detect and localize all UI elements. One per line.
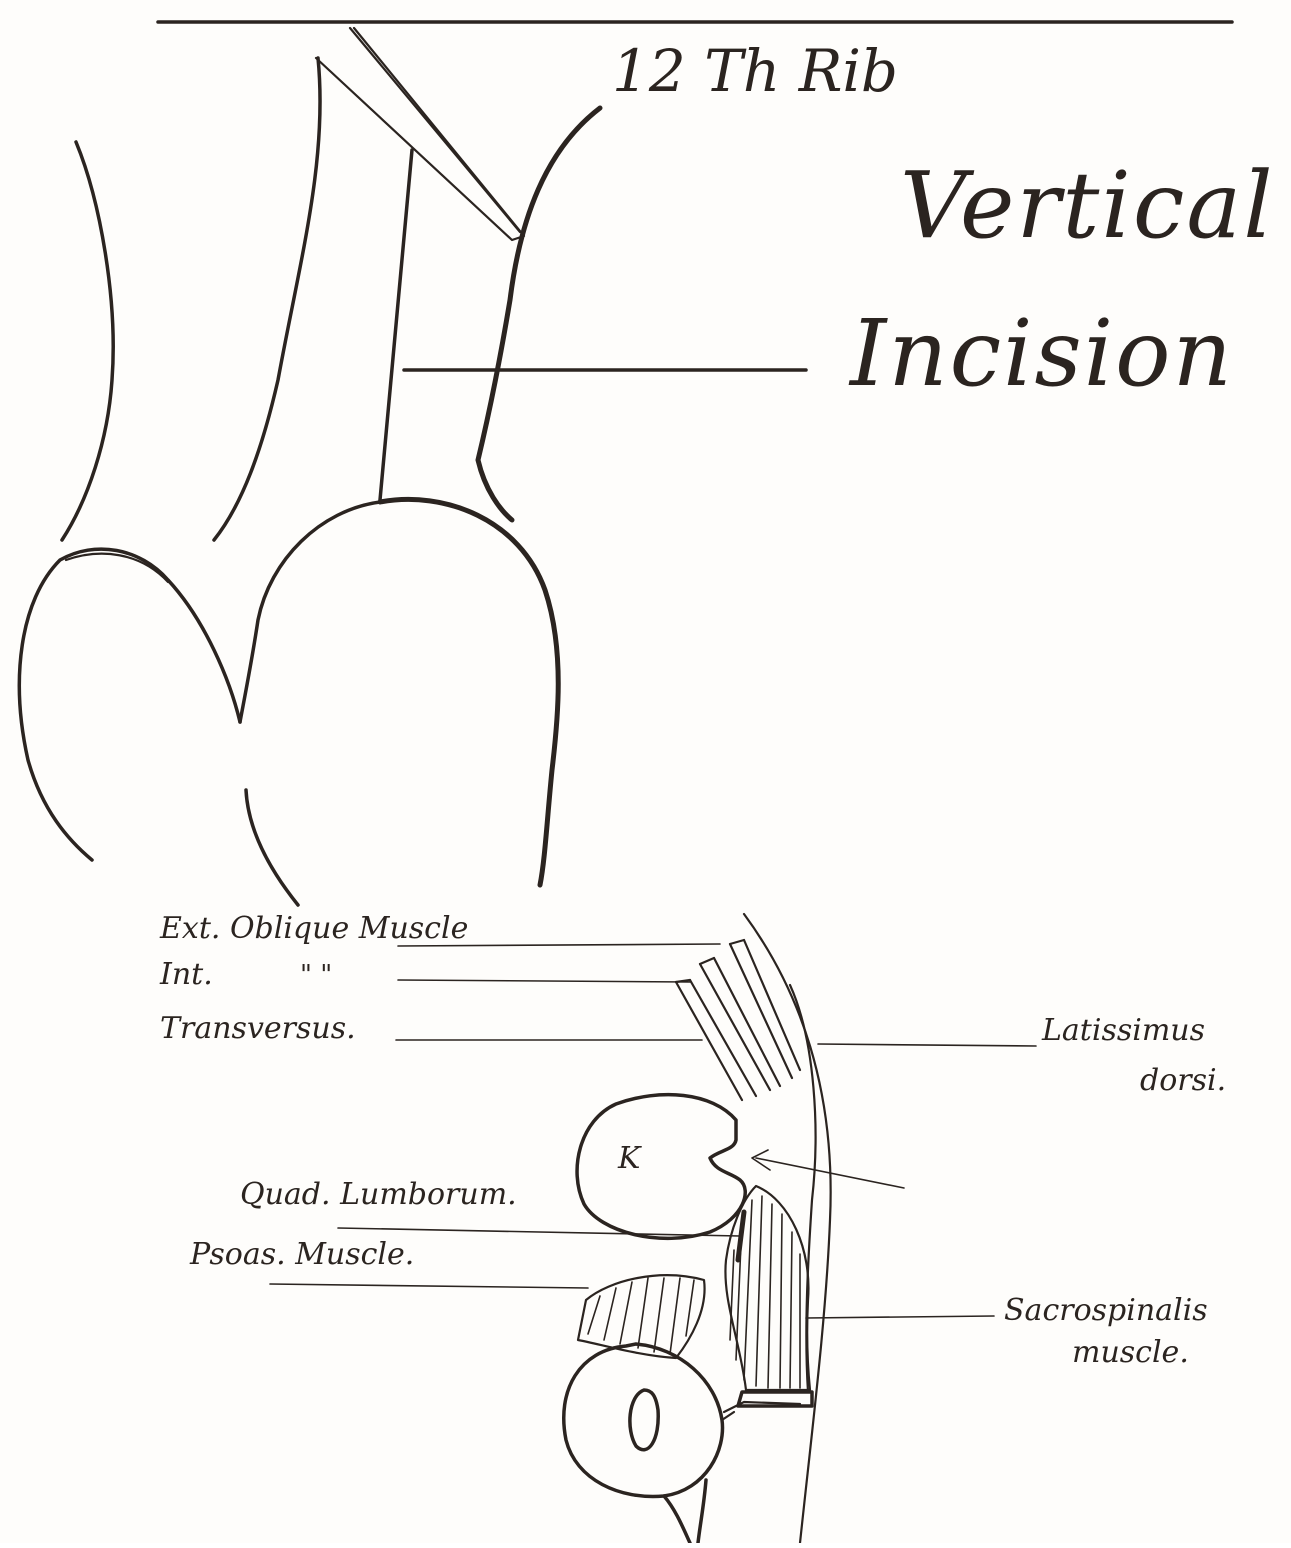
latissimus-label: Latissimus (1042, 1016, 1205, 1046)
psoas-label: Psoas. Muscle. (190, 1240, 414, 1270)
psoas-leader (270, 1284, 588, 1288)
vertical-label: Vertical (900, 160, 1275, 252)
back-outline-figure (19, 28, 600, 905)
sacrospinalis-leader (806, 1316, 994, 1318)
latissimus-label-line2: dorsi. (1140, 1066, 1226, 1096)
sacrospinalis-block (725, 1186, 810, 1390)
quad-lumborum-label: Quad. Lumborum. (240, 1180, 517, 1210)
sacrospinalis-label: Sacrospinalis (1004, 1296, 1208, 1326)
int-ditto-mark: " " (300, 962, 332, 988)
quad-lumborum-leader (338, 1228, 740, 1236)
cross-section-figure (564, 914, 904, 1543)
rib-label: 12 Th Rib (612, 42, 898, 100)
transversus-label: Transversus. (160, 1014, 356, 1044)
kidney-label: K (618, 1144, 640, 1174)
int-label: Int. (160, 960, 213, 990)
latissimus-leader (818, 1044, 1036, 1046)
vertebra-foramen (630, 1390, 658, 1450)
sacrospinalis-label-line2: muscle. (1072, 1338, 1189, 1368)
kidney-shape (577, 1095, 745, 1239)
int-leader (398, 980, 690, 982)
incision-label: Incision (850, 308, 1234, 400)
vertebra-body (564, 1344, 723, 1497)
ext-oblique-label: Ext. Oblique Muscle (160, 914, 468, 944)
